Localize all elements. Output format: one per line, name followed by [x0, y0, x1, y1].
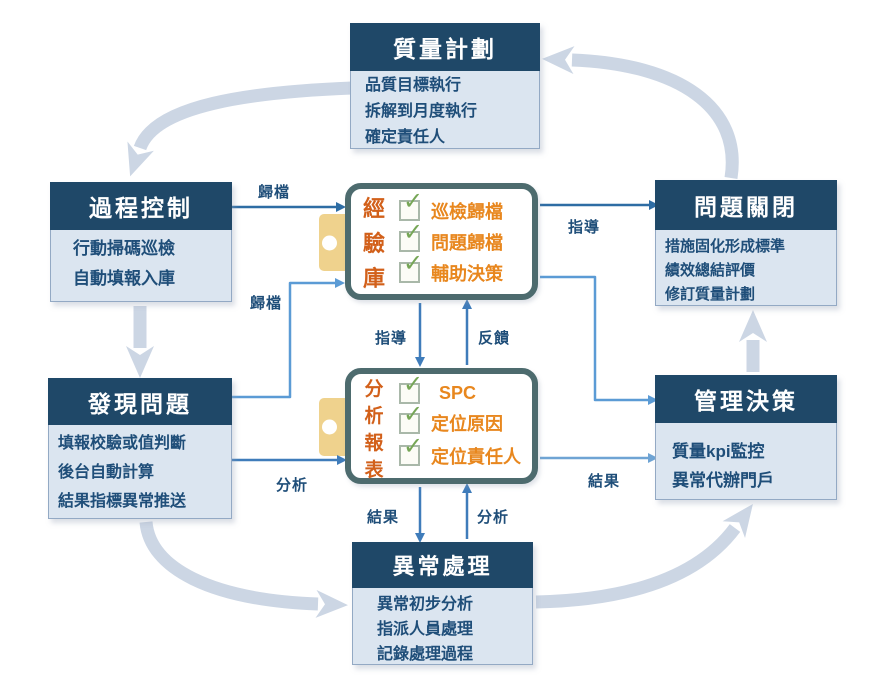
checkbox-checked-icon: ✓: [399, 402, 423, 434]
experience-library-title-char: 庫: [362, 265, 385, 291]
checklist-item: ✓ 輔助決策: [389, 252, 532, 286]
analysis-report-item: SPC: [439, 383, 477, 404]
analysis-report-title: 分 析 報 表: [359, 374, 389, 481]
quality-plan-item: 品質目標執行: [365, 77, 462, 94]
experience-library-item: 巡檢歸檔: [431, 201, 503, 222]
analysis-report-box: 分 析 報 表 ✓ SPC ✓ 定位原因 ✓ 定位責任人: [345, 368, 538, 484]
management-decision-item: 質量kpi監控: [672, 442, 765, 461]
checklist-item: ✓ SPC: [389, 373, 532, 405]
checkmark-icon: ✓: [403, 371, 424, 399]
arrow-label-guide-right: 指導: [568, 219, 601, 236]
cycle-arrow-exception-to-decision: [535, 503, 753, 609]
problem-close-item: 修訂質量計劃: [665, 286, 756, 303]
problem-close-title: 問題關閉: [655, 180, 837, 230]
arrow-label-result-down: 結果: [367, 509, 400, 526]
process-control-box: 過程控制 行動掃碼巡檢 自動填報入庫: [50, 182, 232, 302]
analysis-report-title-char: 分: [364, 379, 384, 400]
checkbox-checked-icon: ✓: [399, 435, 423, 467]
arrow-label-archive-bottom: 歸檔: [250, 295, 283, 312]
find-problem-item: 填報校驗或值判斷: [58, 435, 187, 452]
experience-library-title-char: 經: [362, 195, 385, 221]
exception-handling-box: 異常處理 異常初步分析 指派人員處理 記錄處理過程: [352, 542, 533, 665]
problem-close-item: 績效總結評價: [665, 262, 756, 279]
checkmark-icon: ✓: [403, 188, 424, 215]
experience-library-title: 經 驗 庫: [359, 189, 389, 294]
experience-library-item: 輔助決策: [431, 263, 503, 284]
exception-handling-title: 異常處理: [352, 542, 533, 588]
arrow-library-to-decision: [540, 275, 658, 405]
problem-close-box: 問題關閉 措施固化形成標準 績效總結評價 修訂質量計劃: [655, 180, 837, 306]
management-decision-title: 管理決策: [655, 375, 837, 423]
checkmark-icon: ✓: [403, 219, 424, 246]
exception-handling-item: 指派人員處理: [377, 621, 474, 638]
arrow-label-result-right: 結果: [588, 473, 621, 490]
experience-library-title-char: 驗: [362, 230, 385, 256]
checklist-item: ✓ 定位原因: [389, 402, 532, 436]
process-control-item: 自動填報入庫: [73, 269, 175, 288]
checkmark-icon: ✓: [403, 250, 424, 277]
cycle-arrow-find-to-exception: [139, 521, 348, 618]
analysis-report-title-char: 析: [364, 406, 384, 427]
checkmark-icon: ✓: [403, 433, 424, 461]
cycle-arrow-plan-to-process: [127, 81, 353, 177]
quality-plan-box: 質量計劃 品質目標執行 拆解到月度執行 確定責任人: [350, 23, 540, 149]
quality-plan-item: 拆解到月度執行: [365, 103, 478, 120]
checkmark-icon: ✓: [403, 400, 424, 428]
checklist-item: ✓ 巡檢歸檔: [389, 190, 532, 224]
experience-library-item: 問題歸檔: [431, 232, 503, 253]
find-problem-title: 發現問題: [48, 378, 232, 425]
process-control-item: 行動掃碼巡檢: [73, 239, 175, 258]
arrow-label-feedback-up: 反饋: [478, 330, 511, 347]
arrow-label-archive-top: 歸檔: [258, 184, 291, 201]
arrow-archive-bottom: [232, 278, 345, 399]
find-problem-box: 發現問題 填報校驗或值判斷 後台自動計算 結果指標異常推送: [48, 378, 232, 519]
checklist-item: ✓ 問題歸檔: [389, 221, 532, 255]
exception-handling-item: 記錄處理過程: [377, 646, 474, 663]
arrow-label-analyze-left: 分析: [276, 477, 309, 494]
analysis-report-item: 定位原因: [431, 414, 503, 435]
problem-close-item: 措施固化形成標準: [665, 238, 786, 255]
clip-hole: [322, 235, 337, 250]
find-problem-item: 後台自動計算: [58, 464, 155, 481]
clip-hole: [322, 419, 337, 435]
exception-handling-item: 異常初步分析: [377, 596, 474, 613]
checklist-item: ✓ 定位責任人: [389, 435, 532, 469]
arrow-label-guide-down: 指導: [375, 330, 408, 347]
checkbox-checked-icon: ✓: [399, 373, 423, 405]
checkbox-checked-icon: ✓: [399, 252, 423, 283]
checkbox-checked-icon: ✓: [399, 221, 423, 252]
find-problem-item: 結果指標異常推送: [58, 493, 187, 510]
analysis-report-title-char: 表: [364, 460, 384, 481]
experience-library-box: 經 驗 庫 ✓ 巡檢歸檔 ✓ 問題歸檔 ✓ 輔助決策: [345, 183, 538, 300]
cycle-arrow-close-to-plan: [542, 46, 739, 180]
management-decision-item: 異常代辦門戶: [672, 471, 774, 490]
process-control-title: 過程控制: [50, 182, 232, 230]
quality-plan-title: 質量計劃: [350, 23, 540, 71]
quality-plan-item: 確定責任人: [365, 129, 446, 146]
analysis-report-item: 定位責任人: [431, 446, 521, 467]
checkbox-checked-icon: ✓: [399, 190, 423, 221]
arrow-label-analyze-up: 分析: [477, 509, 510, 526]
analysis-report-title-char: 報: [364, 433, 384, 454]
management-decision-box: 管理決策 質量kpi監控 異常代辦門戶: [655, 375, 837, 500]
